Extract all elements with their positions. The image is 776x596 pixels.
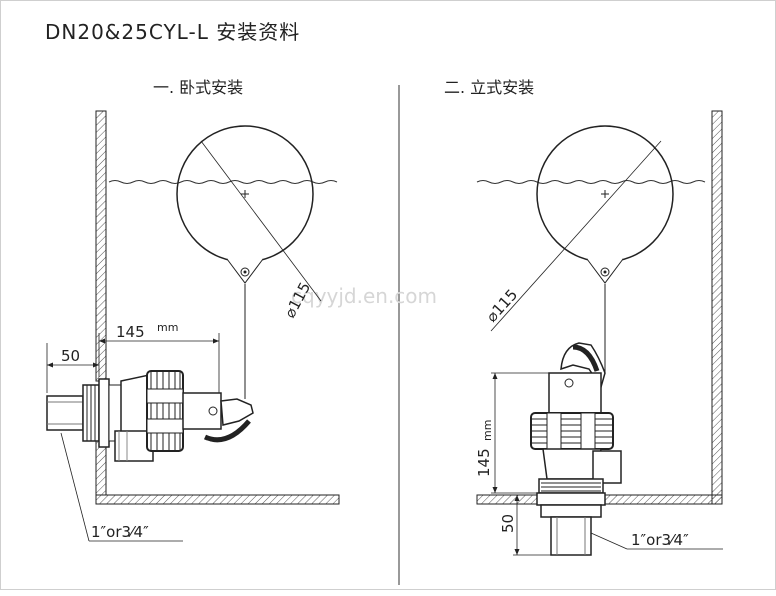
dimension-unit-label-left: mm xyxy=(157,321,178,334)
vertical-installation: ⌀115 xyxy=(475,110,723,556)
dimension-unit-label-right: mm xyxy=(481,420,494,441)
watermark: cqyyjd.en.com xyxy=(291,284,437,308)
dimension-145-horizontal xyxy=(98,333,220,393)
dimension-145-vertical xyxy=(491,372,549,494)
dimension-145-label-right: 145 xyxy=(475,448,493,477)
valve-assembly-vertical xyxy=(530,342,622,556)
float-ball xyxy=(176,125,322,302)
dimension-50-label-right: 50 xyxy=(499,514,517,533)
water-level-line-right xyxy=(476,180,706,184)
thread-size-label-left: 1″or3⁄4″ xyxy=(91,523,149,541)
water-level-line xyxy=(108,180,338,184)
section-horizontal-title: 一. 卧式安装 xyxy=(153,78,243,97)
drawing-title: DN20&25CYL-L 安装资料 xyxy=(45,20,300,44)
horizontal-installation: ⌀115 xyxy=(46,110,340,542)
float-ball-right xyxy=(490,125,674,332)
thread-leader-right xyxy=(590,532,628,550)
ball-diameter-label-right: ⌀115 xyxy=(483,286,522,326)
section-vertical-title: 二. 立式安装 xyxy=(444,78,534,97)
thread-size-label-right: 1″or3⁄4″ xyxy=(631,531,689,549)
dimension-50-vertical xyxy=(513,495,553,556)
thread-leader-left xyxy=(60,432,90,542)
dimension-145-label-left: 145 xyxy=(116,323,145,341)
valve-assembly-horizontal xyxy=(46,370,254,462)
dimension-50-horizontal xyxy=(46,343,99,393)
dimension-50-label-left: 50 xyxy=(61,347,80,365)
